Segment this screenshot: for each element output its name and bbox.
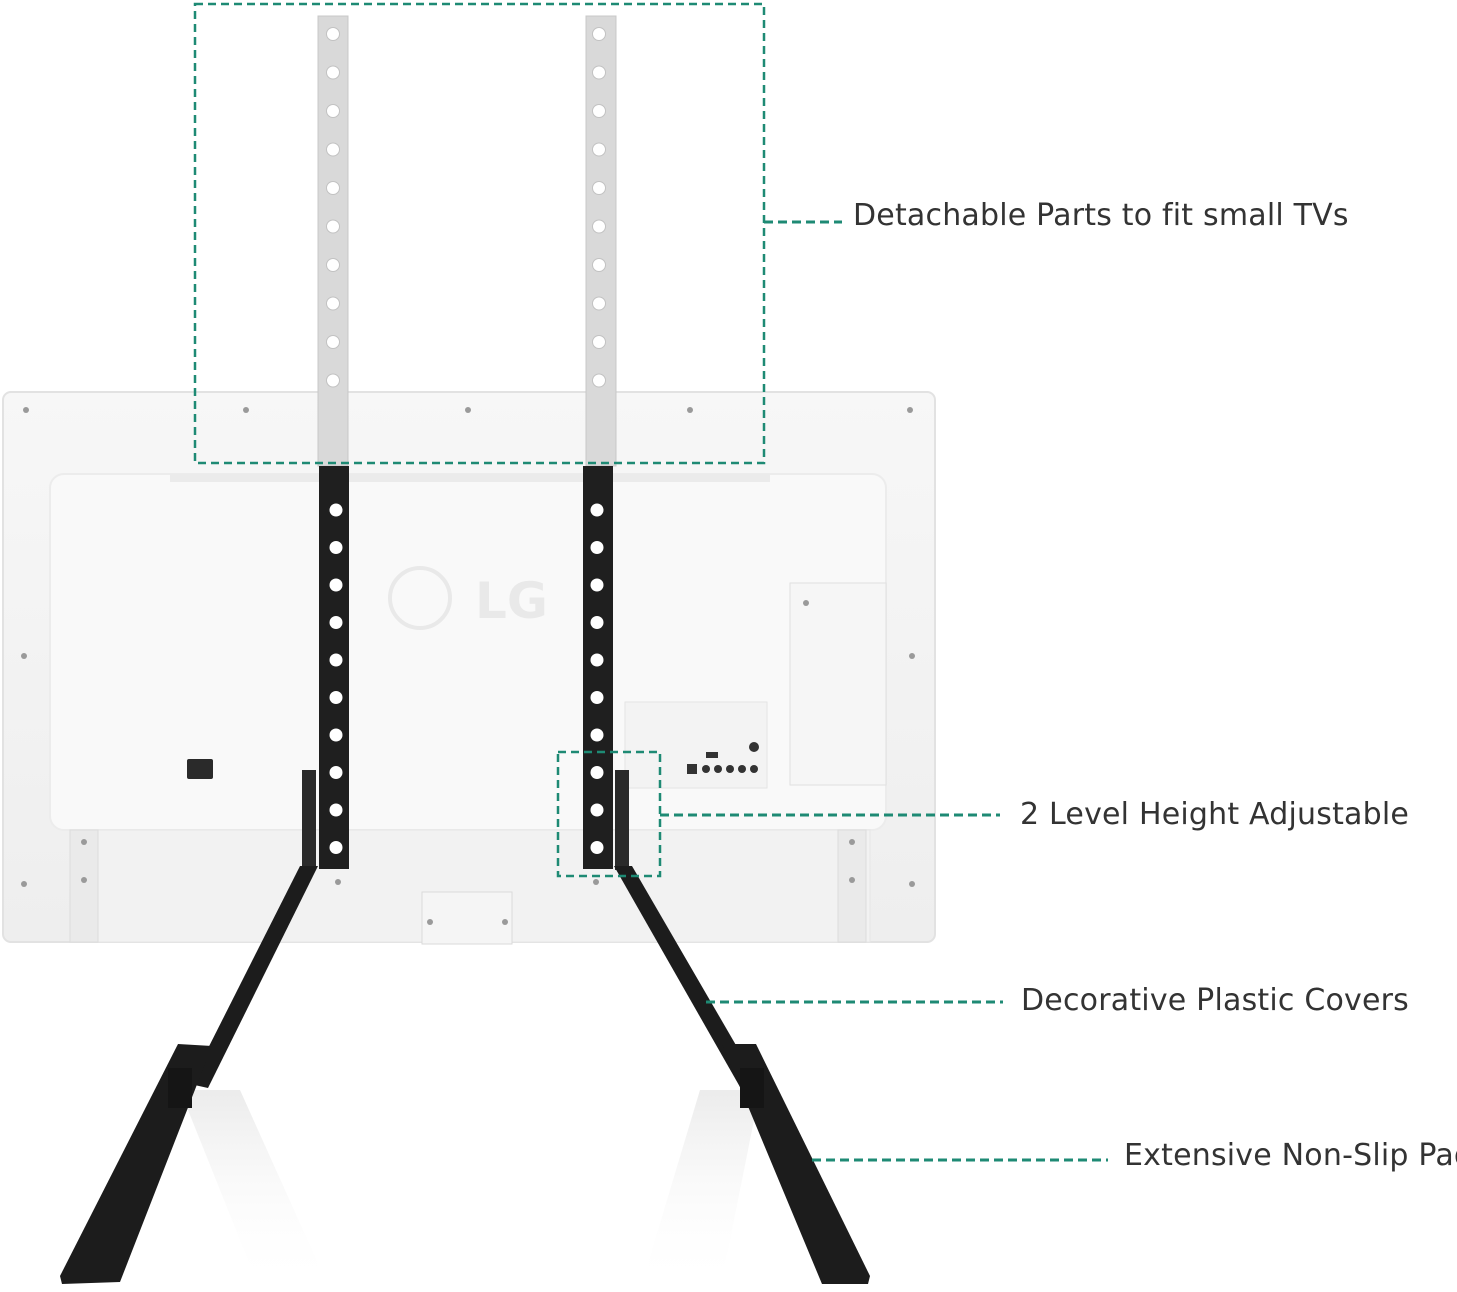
bracket-hole [326,104,340,118]
bracket-hole [329,653,343,667]
bracket-hole [326,27,340,41]
stand-leg-left [60,866,318,1284]
bracket-hole [592,219,606,234]
bracket-hole [590,653,604,667]
tv-back [2,391,936,945]
bracket-hole [329,541,343,554]
bracket-hole [590,578,604,592]
bracket-hole [590,616,604,629]
bracket-hole [329,803,343,817]
bracket-hole [326,142,340,157]
silver-extension-right [585,15,617,467]
bracket-hole [326,219,340,234]
rail-right [615,770,629,870]
black-upright-right [583,466,613,869]
bracket-hole [329,766,343,779]
bracket-hole [326,181,340,195]
bracket-hole [592,373,606,388]
bracket-hole [592,335,606,349]
bracket-hole [590,728,604,742]
bracket-hole [326,296,340,311]
bracket-hole [326,373,340,388]
stand-leg-right [614,866,870,1284]
bracket-hole [592,142,606,157]
bracket-hole [326,65,340,80]
bracket-hole [329,691,343,704]
bracket-hole [592,181,606,195]
callout-height-adjustable: 2 Level Height Adjustable [1020,797,1410,832]
rail-left [302,770,316,870]
bracket-hole [329,728,343,742]
brand-logo-text: LG [475,572,548,630]
bracket-hole [329,503,343,517]
bracket-hole [592,258,606,272]
callout-non-slip-pad: Extensive Non-Slip Pad [1124,1138,1457,1173]
bracket-hole [590,503,604,517]
bracket-hole [592,27,606,41]
bracket-hole [590,803,604,817]
bracket-hole [590,766,604,779]
bracket-hole [326,335,340,349]
callout-plastic-covers: Decorative Plastic Covers [1021,983,1410,1018]
callout-detachable-parts: Detachable Parts to fit small TVs [853,198,1349,233]
bracket-hole [329,578,343,592]
callout-box-detachable [193,2,766,465]
port-cluster [687,742,759,774]
bracket-hole [590,541,604,554]
bracket-hole [590,841,604,854]
black-upright-left [319,466,349,869]
bracket-hole [592,104,606,118]
bracket-hole [326,258,340,272]
bracket-hole [592,65,606,80]
power-socket-icon [187,759,213,779]
screw-holes [21,407,915,925]
brand-logo: LG [388,566,548,630]
bracket-hole [592,296,606,311]
bracket-hole [329,616,343,629]
silver-extension-left [317,15,349,467]
bracket-hole [590,691,604,704]
bracket-hole [329,841,343,854]
